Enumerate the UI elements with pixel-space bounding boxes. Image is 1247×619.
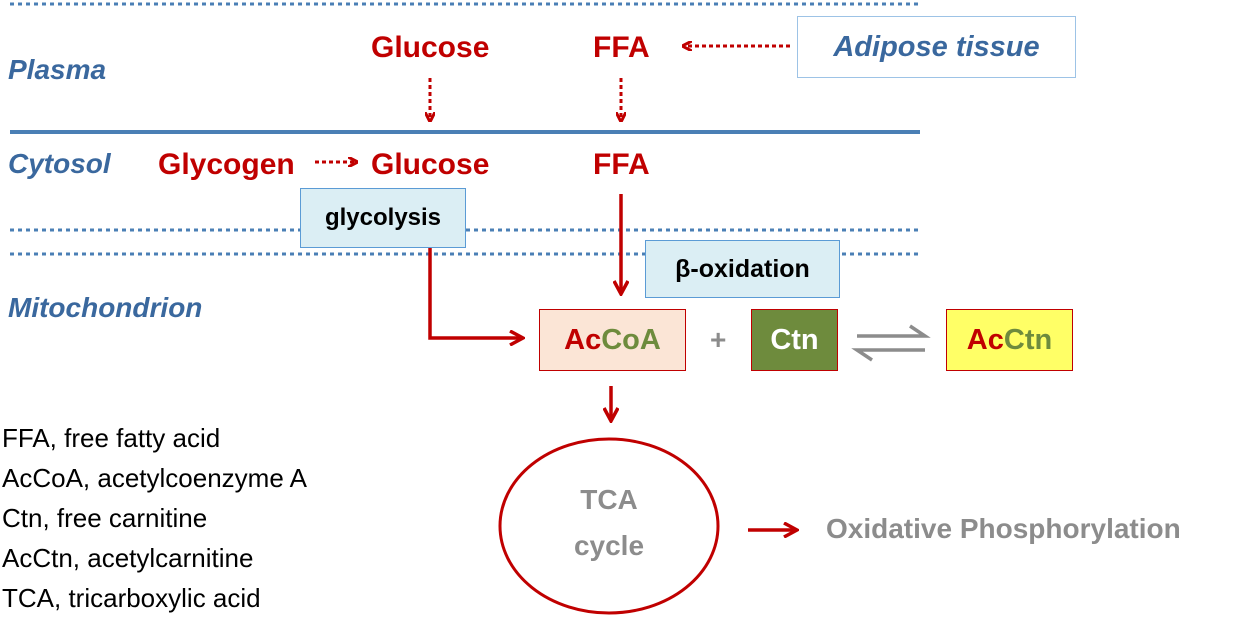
- legend-item: Ctn, free carnitine: [2, 503, 208, 533]
- plus-sign: +: [710, 324, 727, 355]
- accoa-prefix: Ac: [564, 323, 602, 356]
- cytosol-glucose-label: Glucose: [371, 148, 490, 181]
- region-plasma: Plasma: [8, 54, 107, 85]
- region-mitochondrion: Mitochondrion: [8, 292, 203, 323]
- adipose-tissue-box: Adipose tissue: [797, 16, 1076, 78]
- plasma-ffa-label: FFA: [593, 31, 650, 64]
- acctn-suffix: Ctn: [1003, 323, 1053, 356]
- oxphos-label: Oxidative Phosphorylation: [826, 513, 1181, 544]
- acctn-prefix: Ac: [966, 323, 1004, 356]
- glycolysis-box: glycolysis: [300, 188, 466, 248]
- plasma-glucose-label: Glucose: [371, 31, 490, 64]
- tca-label-line2: cycle: [573, 530, 645, 561]
- legend-item: AcCtn, acetylcarnitine: [2, 543, 254, 573]
- legend-item: FFA, free fatty acid: [2, 423, 221, 453]
- legend-item: TCA, tricarboxylic acid: [2, 583, 261, 613]
- glycolysis-to-accoa-arrow: [428, 248, 522, 338]
- accoa-suffix: CoA: [601, 323, 661, 356]
- tca-label-line1: TCA: [580, 484, 638, 515]
- cytosol-ffa-label: FFA: [593, 148, 650, 181]
- equilibrium-reverse-arrow: [851, 348, 925, 362]
- ctn-box: Ctn: [751, 309, 838, 371]
- beta-oxidation-box: β-oxidation: [645, 240, 840, 298]
- tca-cycle-ellipse: [498, 437, 720, 615]
- legend-item: AcCoA, acetylcoenzyme A: [2, 463, 307, 493]
- glycogen-label: Glycogen: [158, 148, 295, 181]
- equilibrium-forward-arrow: [857, 324, 931, 338]
- region-cytosol: Cytosol: [8, 148, 111, 179]
